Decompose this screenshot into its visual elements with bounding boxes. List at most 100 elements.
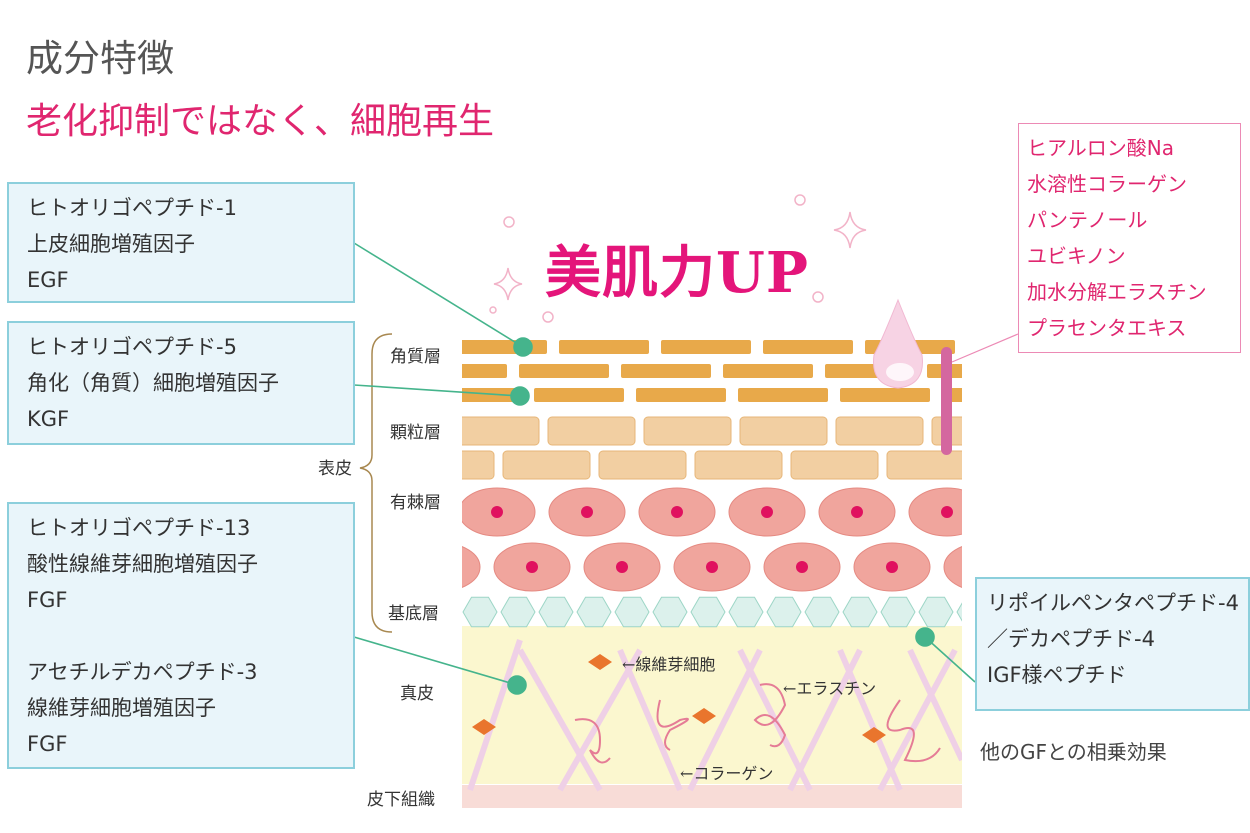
moisturizing-ingredients-box: ヒアルロン酸Na 水溶性コラーゲン パンテノール ユビキノン 加水分解エラスチン… [1018,123,1241,353]
basal-cell [842,596,878,628]
corneum-cell [534,388,624,402]
ingredient-name: リポイルペンタペプチド-4 [987,591,1239,615]
subcutis-layer [462,785,962,808]
dermis-layer [462,626,962,784]
kgf-box: ヒトオリゴペプチド-5 角化（角質）細胞増殖因子 KGF [7,321,355,445]
corneum-cell [519,364,609,378]
synergy-note: 他のGFとの相乗効果 [980,740,1167,764]
granular-cell [547,416,636,446]
basal-cell [652,596,688,628]
egf-target-dot [513,337,533,357]
igf-target-dot [915,627,935,647]
fgf-target-dot [507,675,527,695]
page-subtitle: 老化抑制ではなく、細胞再生 [26,101,495,142]
cell-nucleus [941,506,953,518]
corneum-cell [927,364,962,378]
ingredient-abbr: FGF [27,588,68,612]
cell-nucleus [761,506,773,518]
corneum-cell [942,388,962,402]
cell-nucleus [581,506,593,518]
ingredient-name: アセチルデカペプチド-3 [27,660,258,684]
ingredient-desc: 線維芽細胞増殖因子 [27,696,216,720]
cell-nucleus [886,561,898,573]
cell-nucleus [436,561,448,573]
collagen-fiber [557,648,643,792]
ingredient-name: ヒトオリゴペプチド-5 [27,335,237,359]
label-basal: 基底層 [388,604,439,624]
corneum-cell [559,340,649,354]
granular-cell [739,416,828,446]
ingredient-desc: 角化（角質）細胞増殖因子 [27,371,279,395]
fgf-box: ヒトオリゴペプチド-13 酸性線維芽細胞増殖因子 FGF アセチルデカペプチド-… [7,502,355,769]
basal-cell [576,596,612,628]
corneum-cell [462,364,507,378]
corneum-cell [661,340,751,354]
collagen-fiber [467,639,523,791]
egf-box: ヒトオリゴペプチド-1 上皮細胞増殖因子 EGF [7,182,355,303]
label-corneum: 角質層 [390,347,441,367]
igf-box: リポイルペンタペプチド-4 ／デカペプチド-4 IGF様ペプチド [975,577,1250,711]
corneum-cell [462,340,547,354]
basal-cell [538,596,574,628]
spinous-cell [908,487,962,537]
granular-cell [502,450,591,480]
cell-nucleus [851,506,863,518]
elastin-fiber [886,699,941,763]
fibroblast-icon [472,719,496,735]
granular-cell [886,450,962,480]
cell-nucleus [796,561,808,573]
cell-nucleus [976,561,988,573]
fibroblast-icon [862,727,886,743]
ingredient-abbr: EGF [27,268,69,292]
kgf-target-dot [510,386,530,406]
granular-cell [598,450,687,480]
basal-cell [614,596,650,628]
ingredient-item: 水溶性コラーゲン [1027,172,1187,196]
elastin-label: ←エラスチン [783,679,877,698]
ingredient-desc: 上皮細胞増殖因子 [27,232,195,256]
spinous-cell [462,546,481,588]
basal-cell [956,602,962,622]
granular-cell [643,416,732,446]
cell-nucleus [491,506,503,518]
elastin-fiber [753,683,787,748]
cell-nucleus [526,561,538,573]
ingredient-item: プラセンタエキス [1027,316,1187,340]
ingredient-abbr: FGF [27,732,68,756]
label-spinous: 有棘層 [390,493,441,513]
spinous-cell [943,546,962,588]
basal-cell [880,596,916,628]
page-title: 成分特徴 [26,37,174,80]
cell-nucleus [671,506,683,518]
ingredient-abbr: KGF [27,407,70,431]
ingredient-name: ヒトオリゴペプチド-1 [27,196,237,220]
basal-cell [766,596,802,628]
label-dermis: 真皮 [400,684,434,704]
elastin-fiber [656,699,689,751]
ingredient-item: ユビキノン [1027,244,1126,268]
collagen-label: ←コラーゲン [680,764,774,783]
label-subcutis: 皮下組織 [367,790,435,810]
fibroblast-icon [588,654,612,670]
penetration-bar [941,347,952,455]
sparkle-icons [489,194,867,323]
collagen-fiber [877,648,958,792]
ingredient-item: パンテノール [1027,208,1148,232]
granular-cell [790,450,879,480]
basal-cell [918,596,954,628]
corneum-cell [636,388,726,402]
ingredient-name: ヒトオリゴペプチド-13 [27,516,251,540]
label-epidermis: 表皮 [318,459,352,479]
corneum-cell [763,340,853,354]
basal-cell [728,596,764,628]
corneum-cell [462,388,522,402]
granular-cell [835,416,924,446]
collagen-fiber [907,648,962,762]
cell-nucleus [616,561,628,573]
granular-cell [462,416,540,446]
epidermis-brace [359,333,393,633]
corneum-cell [840,388,930,402]
basal-cell [690,596,726,628]
headline: 美肌力UP [545,240,809,306]
